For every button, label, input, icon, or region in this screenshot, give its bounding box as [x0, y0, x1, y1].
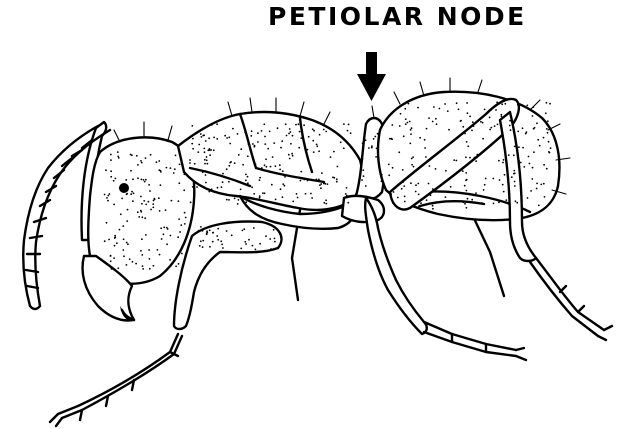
middle-leg	[365, 198, 526, 360]
down-arrow-icon	[357, 52, 386, 101]
